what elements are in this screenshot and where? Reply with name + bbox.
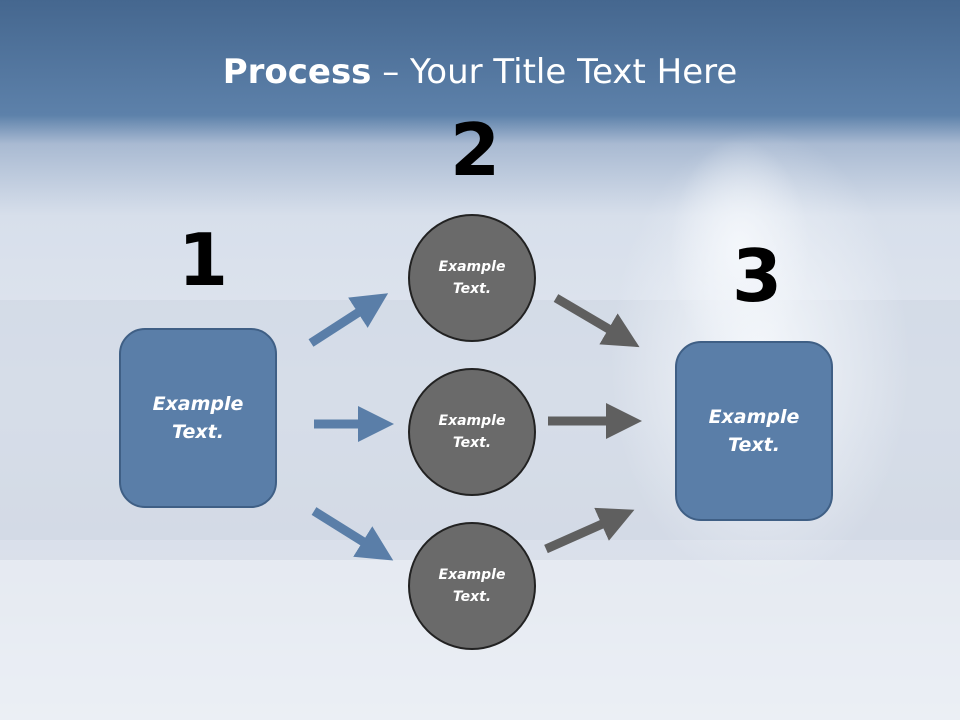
arrow-left-to-top: [308, 293, 389, 347]
right-process-box: Example Text.: [675, 341, 833, 521]
step-number-3: 3: [732, 234, 783, 318]
circle-bottom: Example Text.: [408, 522, 536, 650]
right-box-text: Example Text.: [708, 405, 800, 457]
arrow-left-to-bottom: [311, 507, 394, 561]
slide-title: Process – Your Title Text Here: [0, 52, 960, 92]
circle-bottom-text: Example Text.: [438, 566, 506, 605]
circle-top-text: Example Text.: [438, 258, 506, 297]
circle-middle-text: Example Text.: [438, 412, 506, 451]
title-rest: – Your Title Text Here: [371, 52, 738, 92]
circle-top: Example Text.: [408, 214, 536, 342]
title-bold: Process: [222, 52, 372, 92]
circle-middle: Example Text.: [408, 368, 536, 496]
left-process-box: Example Text.: [119, 328, 277, 508]
step-number-1: 1: [178, 218, 229, 302]
left-box-text: Example Text.: [152, 392, 244, 444]
step-number-2: 2: [450, 108, 501, 192]
arrow-top-to-right: [553, 294, 640, 348]
arrow-bottom-to-right: [544, 507, 635, 554]
